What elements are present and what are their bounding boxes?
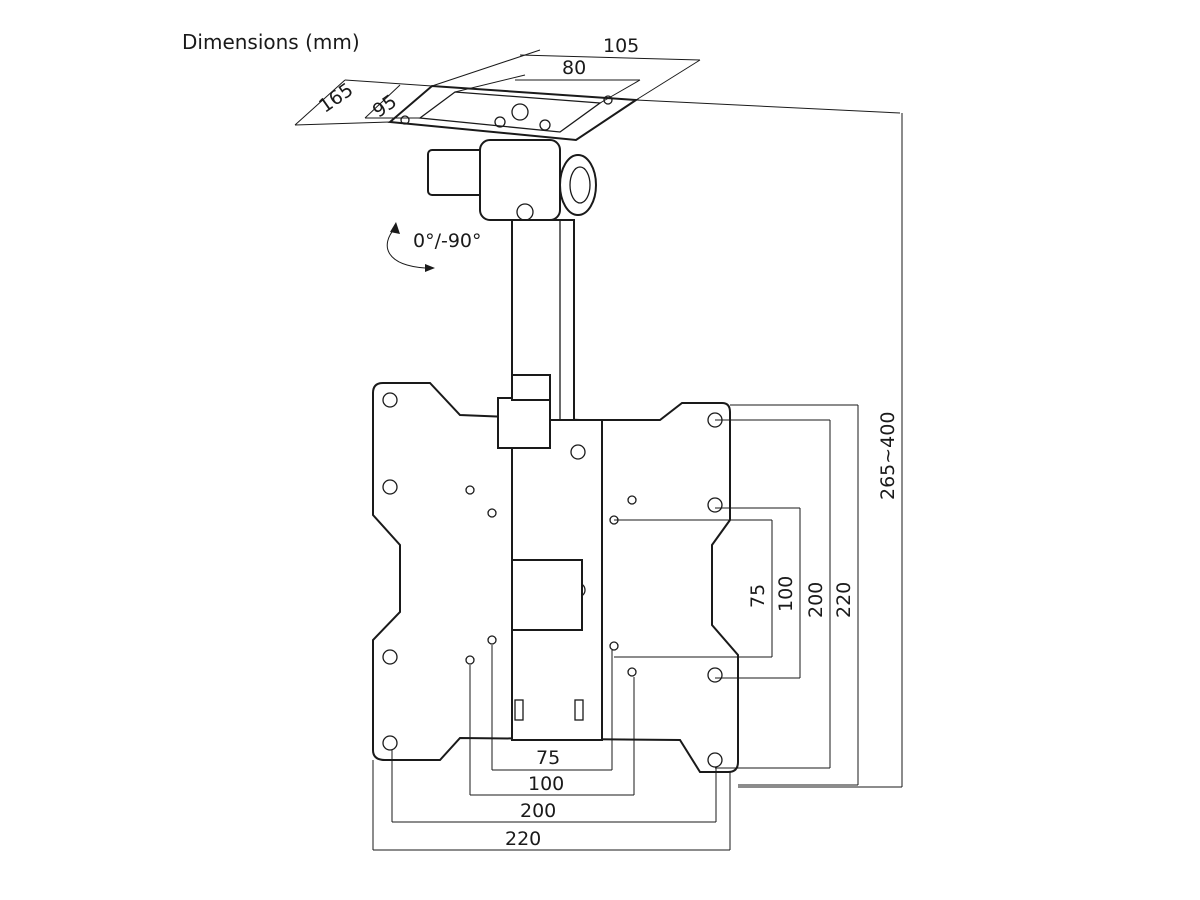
vertical-dimensions: 75 100 200 220 265~400 bbox=[614, 113, 903, 788]
ceiling-width-inner-label: 80 bbox=[562, 57, 586, 79]
height-range-label: 265~400 bbox=[877, 412, 899, 500]
tilt-bracket bbox=[427, 139, 597, 221]
telescopic-pole bbox=[497, 219, 603, 741]
ceiling-plate bbox=[387, 84, 639, 142]
mount-holes bbox=[382, 392, 723, 768]
horizontal-100-label: 100 bbox=[528, 773, 564, 795]
horizontal-220-label: 220 bbox=[505, 828, 541, 850]
ceiling-depth-outer-label: 165 bbox=[315, 79, 357, 118]
horizontal-75-label: 75 bbox=[536, 747, 560, 769]
horizontal-dimensions: 75 100 200 220 bbox=[372, 645, 731, 851]
vertical-100-label: 100 bbox=[775, 576, 797, 612]
vertical-75-label: 75 bbox=[747, 584, 769, 608]
horizontal-200-label: 200 bbox=[520, 800, 556, 822]
tilt-range-label: 0°/-90° bbox=[413, 230, 482, 252]
ceiling-width-outer-label: 105 bbox=[603, 35, 639, 57]
vertical-200-label: 200 bbox=[805, 582, 827, 618]
tilt-indicator: 0°/-90° bbox=[386, 222, 482, 272]
vertical-220-label: 220 bbox=[833, 582, 855, 618]
diagram-title: Dimensions (mm) bbox=[182, 30, 360, 54]
